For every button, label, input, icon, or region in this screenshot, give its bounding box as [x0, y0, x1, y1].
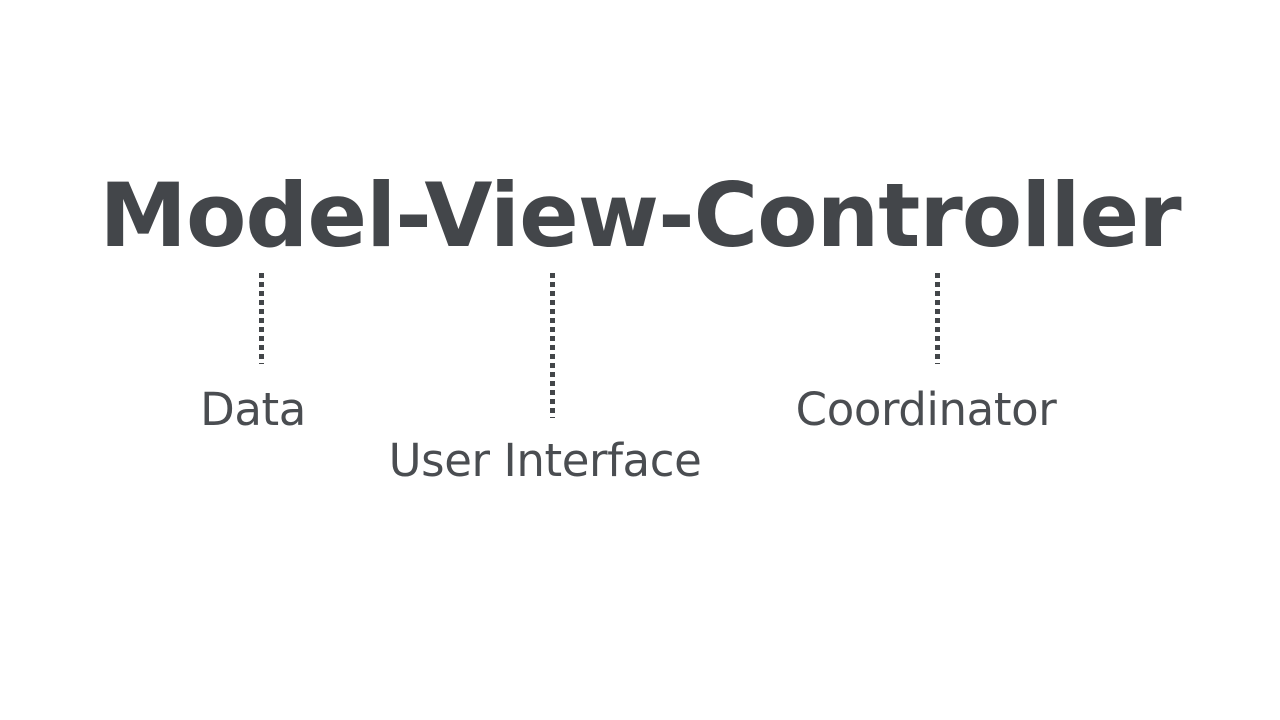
model-definition-label: Data	[200, 383, 306, 436]
model-connector-line	[259, 273, 264, 364]
view-connector-line	[550, 273, 555, 418]
view-definition-label: User Interface	[388, 434, 702, 487]
controller-definition-label: Coordinator	[795, 383, 1057, 436]
page-title: Model-View-Controller	[99, 164, 1181, 267]
controller-connector-line	[935, 273, 940, 364]
